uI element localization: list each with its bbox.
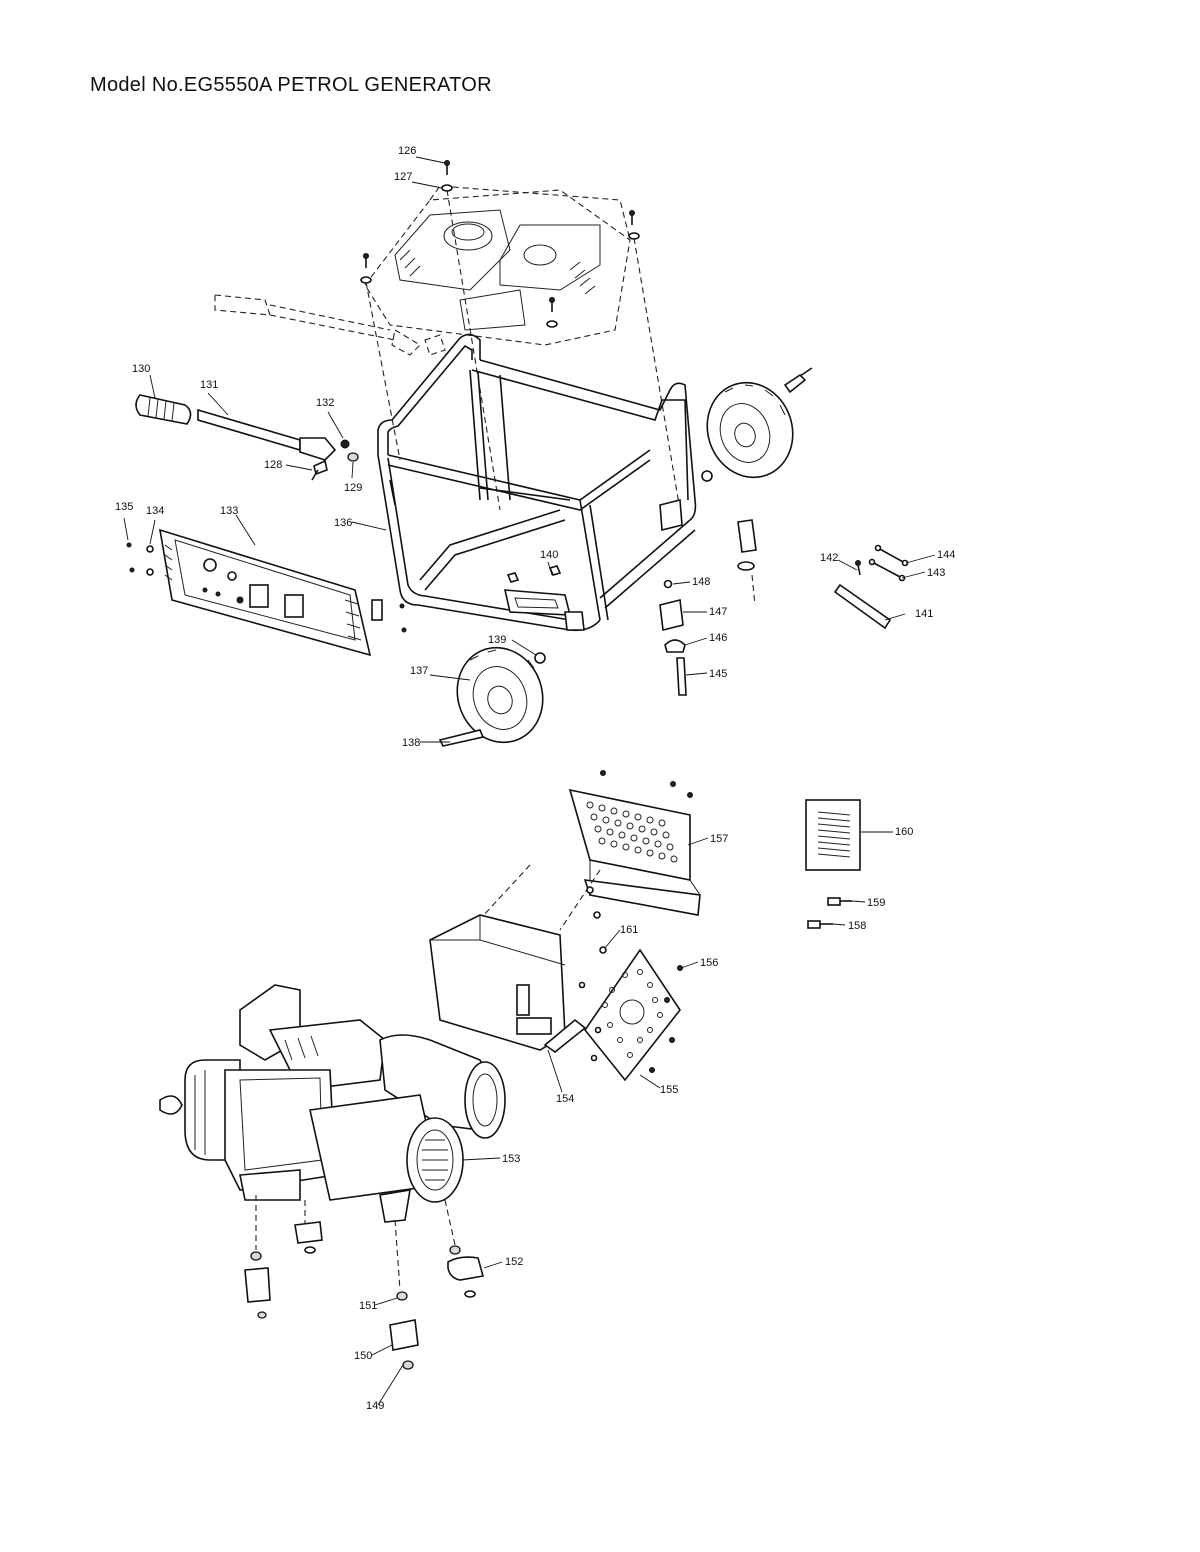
part-label-154: 154 xyxy=(556,1093,574,1105)
part-label-159: 159 xyxy=(867,897,885,909)
engine-mounts-drawing xyxy=(244,1221,485,1370)
enclosure-panels-drawing xyxy=(429,770,701,1082)
part-label-137: 137 xyxy=(410,665,428,677)
part-label-126: 126 xyxy=(398,145,416,157)
part-label-135: 135 xyxy=(115,501,133,513)
part-label-147: 147 xyxy=(709,606,727,618)
engine-alternator-drawing xyxy=(159,984,506,1291)
wire-kit-drawing xyxy=(805,799,861,929)
fuel-tank-drawing xyxy=(364,185,631,346)
part-label-156: 156 xyxy=(700,957,718,969)
part-label-142: 142 xyxy=(820,552,838,564)
part-label-152: 152 xyxy=(505,1256,523,1268)
part-label-150: 150 xyxy=(354,1350,372,1362)
part-label-127: 127 xyxy=(394,171,412,183)
part-label-149: 149 xyxy=(366,1400,384,1412)
part-label-148: 148 xyxy=(692,576,710,588)
part-label-151: 151 xyxy=(359,1300,377,1312)
control-panel-drawing xyxy=(126,528,407,657)
part-label-157: 157 xyxy=(710,833,728,845)
frame-drawing xyxy=(377,333,697,632)
feet-drawing xyxy=(506,519,909,696)
diagram-title: Model No.EG5550A PETROL GENERATOR xyxy=(90,74,492,96)
part-label-160: 160 xyxy=(895,826,913,838)
part-label-161: 161 xyxy=(620,924,638,936)
tank-bolts-drawing xyxy=(360,160,681,511)
part-label-134: 134 xyxy=(146,505,164,517)
part-label-145: 145 xyxy=(709,668,727,680)
part-label-146: 146 xyxy=(709,632,727,644)
part-label-138: 138 xyxy=(402,737,420,749)
part-label-141: 141 xyxy=(915,608,933,620)
part-label-132: 132 xyxy=(316,397,334,409)
part-label-140: 140 xyxy=(540,549,558,561)
part-label-139: 139 xyxy=(488,634,506,646)
leader-lines xyxy=(123,156,936,1406)
part-label-158: 158 xyxy=(848,920,866,932)
part-label-155: 155 xyxy=(660,1084,678,1096)
part-label-153: 153 xyxy=(502,1153,520,1165)
part-label-133: 133 xyxy=(220,505,238,517)
part-label-129: 129 xyxy=(344,482,362,494)
part-label-128: 128 xyxy=(264,459,282,471)
handle-parts-drawing xyxy=(135,394,359,481)
part-label-131: 131 xyxy=(200,379,218,391)
part-label-130: 130 xyxy=(132,363,150,375)
part-label-136: 136 xyxy=(334,517,352,529)
wheels-drawing xyxy=(438,367,813,747)
part-label-144: 144 xyxy=(937,549,955,561)
part-labels: 126 127 128 129 130 131 132 133 134 135 … xyxy=(115,145,955,1412)
part-label-143: 143 xyxy=(927,567,945,579)
handle-ghost-drawing xyxy=(214,294,446,356)
